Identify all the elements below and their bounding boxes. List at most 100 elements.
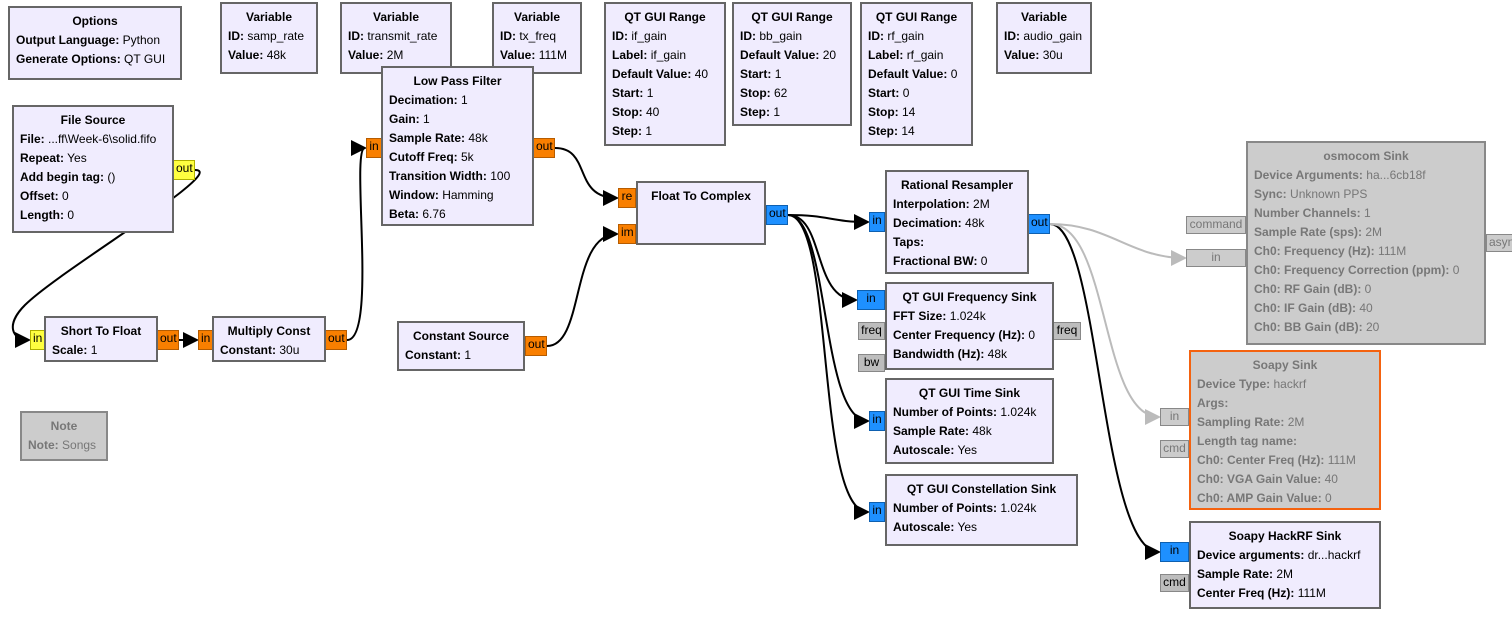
block-param: Add begin tag: ()	[20, 168, 166, 187]
block-param: Step: 14	[868, 122, 965, 141]
port-in[interactable]: in	[366, 138, 382, 158]
port-in[interactable]: in	[198, 330, 213, 350]
param-value: 1	[646, 86, 654, 100]
param-key: Autoscale:	[893, 443, 955, 457]
param-value: 40	[1359, 301, 1373, 315]
block-param: ID: rf_gain	[868, 27, 965, 46]
port-out[interactable]: out	[325, 330, 347, 350]
param-value: 14	[902, 105, 916, 119]
block-param: Ch0: AMP Gain Value: 0	[1197, 489, 1373, 508]
port-async[interactable]: async	[1486, 234, 1512, 252]
param-key: File:	[20, 132, 45, 146]
param-key: Bandwidth (Hz):	[893, 347, 985, 361]
param-key: Start:	[612, 86, 644, 100]
port-in[interactable]: in	[30, 330, 45, 350]
block-param: Taps:	[893, 233, 1021, 252]
block-param: Label: rf_gain	[868, 46, 965, 65]
param-key: Default Value:	[612, 67, 692, 81]
port-out[interactable]: out	[173, 160, 195, 180]
block-title: Note	[50, 419, 78, 433]
block-param: Ch0: Frequency (Hz): 111M	[1254, 242, 1478, 261]
port-out[interactable]: out	[766, 205, 788, 225]
param-key: Offset:	[20, 189, 59, 203]
port-out[interactable]: out	[533, 138, 555, 158]
port-freq[interactable]: freq	[858, 322, 885, 340]
block-param: Autoscale: Yes	[893, 441, 1046, 460]
block-param: ID: bb_gain	[740, 27, 844, 46]
block-param: Transition Width: 100	[389, 167, 526, 186]
wire-f2c-constsink	[787, 214, 870, 520]
port-in[interactable]: in	[1186, 249, 1246, 267]
param-key: Generate Options:	[16, 52, 121, 66]
param-value: 40	[646, 105, 660, 119]
port-cmd[interactable]: cmd	[1160, 574, 1189, 592]
block-param: Step: 1	[612, 122, 718, 141]
port-re[interactable]: re	[618, 188, 636, 208]
param-key: ID:	[228, 29, 244, 43]
param-key: ID:	[740, 29, 756, 43]
param-value: Yes	[957, 520, 978, 534]
block-param: Label: if_gain	[612, 46, 718, 65]
port-in[interactable]: in	[1160, 542, 1189, 562]
port-out[interactable]: out	[157, 330, 179, 350]
port-freq[interactable]: freq	[1053, 322, 1081, 340]
param-key: Device Arguments:	[1254, 168, 1363, 182]
block-title: Soapy Sink	[1252, 358, 1318, 372]
param-value: 48k	[972, 424, 992, 438]
block-param: Sample Rate: 2M	[1197, 565, 1373, 584]
param-key: Center Freq (Hz):	[1197, 586, 1295, 600]
port-in[interactable]: in	[869, 411, 885, 431]
port-in[interactable]: in	[857, 290, 885, 310]
param-key: Number of Points:	[893, 405, 997, 419]
port-out[interactable]: out	[1028, 214, 1050, 234]
block-title: Short To Float	[60, 324, 142, 338]
block-param: Number of Points: 1.024k	[893, 499, 1070, 518]
block-param: Length tag name:	[1197, 432, 1373, 451]
block-param: Cutoff Freq: 5k	[389, 148, 526, 167]
port-bw[interactable]: bw	[858, 354, 885, 372]
port-in[interactable]: in	[869, 212, 885, 232]
block-param: Ch0: BB Gain (dB): 20	[1254, 318, 1478, 337]
block-param: ID: transmit_rate	[348, 27, 444, 46]
param-key: Repeat:	[20, 151, 65, 165]
block-param: Output Language: Python	[16, 31, 174, 50]
port-in[interactable]: in	[869, 502, 885, 522]
block-title: QT GUI Time Sink	[918, 386, 1021, 400]
block-float-to-complex[interactable]: Float To Complex	[636, 181, 766, 245]
param-key: ID:	[1004, 29, 1020, 43]
port-in[interactable]: in	[1160, 408, 1189, 426]
port-command[interactable]: command	[1186, 216, 1246, 234]
block-param: Beta: 6.76	[389, 205, 526, 224]
param-value: 40	[1324, 472, 1338, 486]
port-out[interactable]: out	[525, 336, 547, 356]
block-param: Value: 48k	[228, 46, 310, 65]
param-value: 1.024k	[1000, 405, 1037, 419]
param-value: ...ff\Week-6\solid.fifo	[48, 132, 157, 146]
block-param: Interpolation: 2M	[893, 195, 1021, 214]
param-value: 0	[902, 86, 910, 100]
wire-const-f2c-im	[546, 226, 619, 347]
port-cmd[interactable]: cmd	[1160, 440, 1189, 458]
port-im[interactable]: im	[618, 224, 636, 244]
